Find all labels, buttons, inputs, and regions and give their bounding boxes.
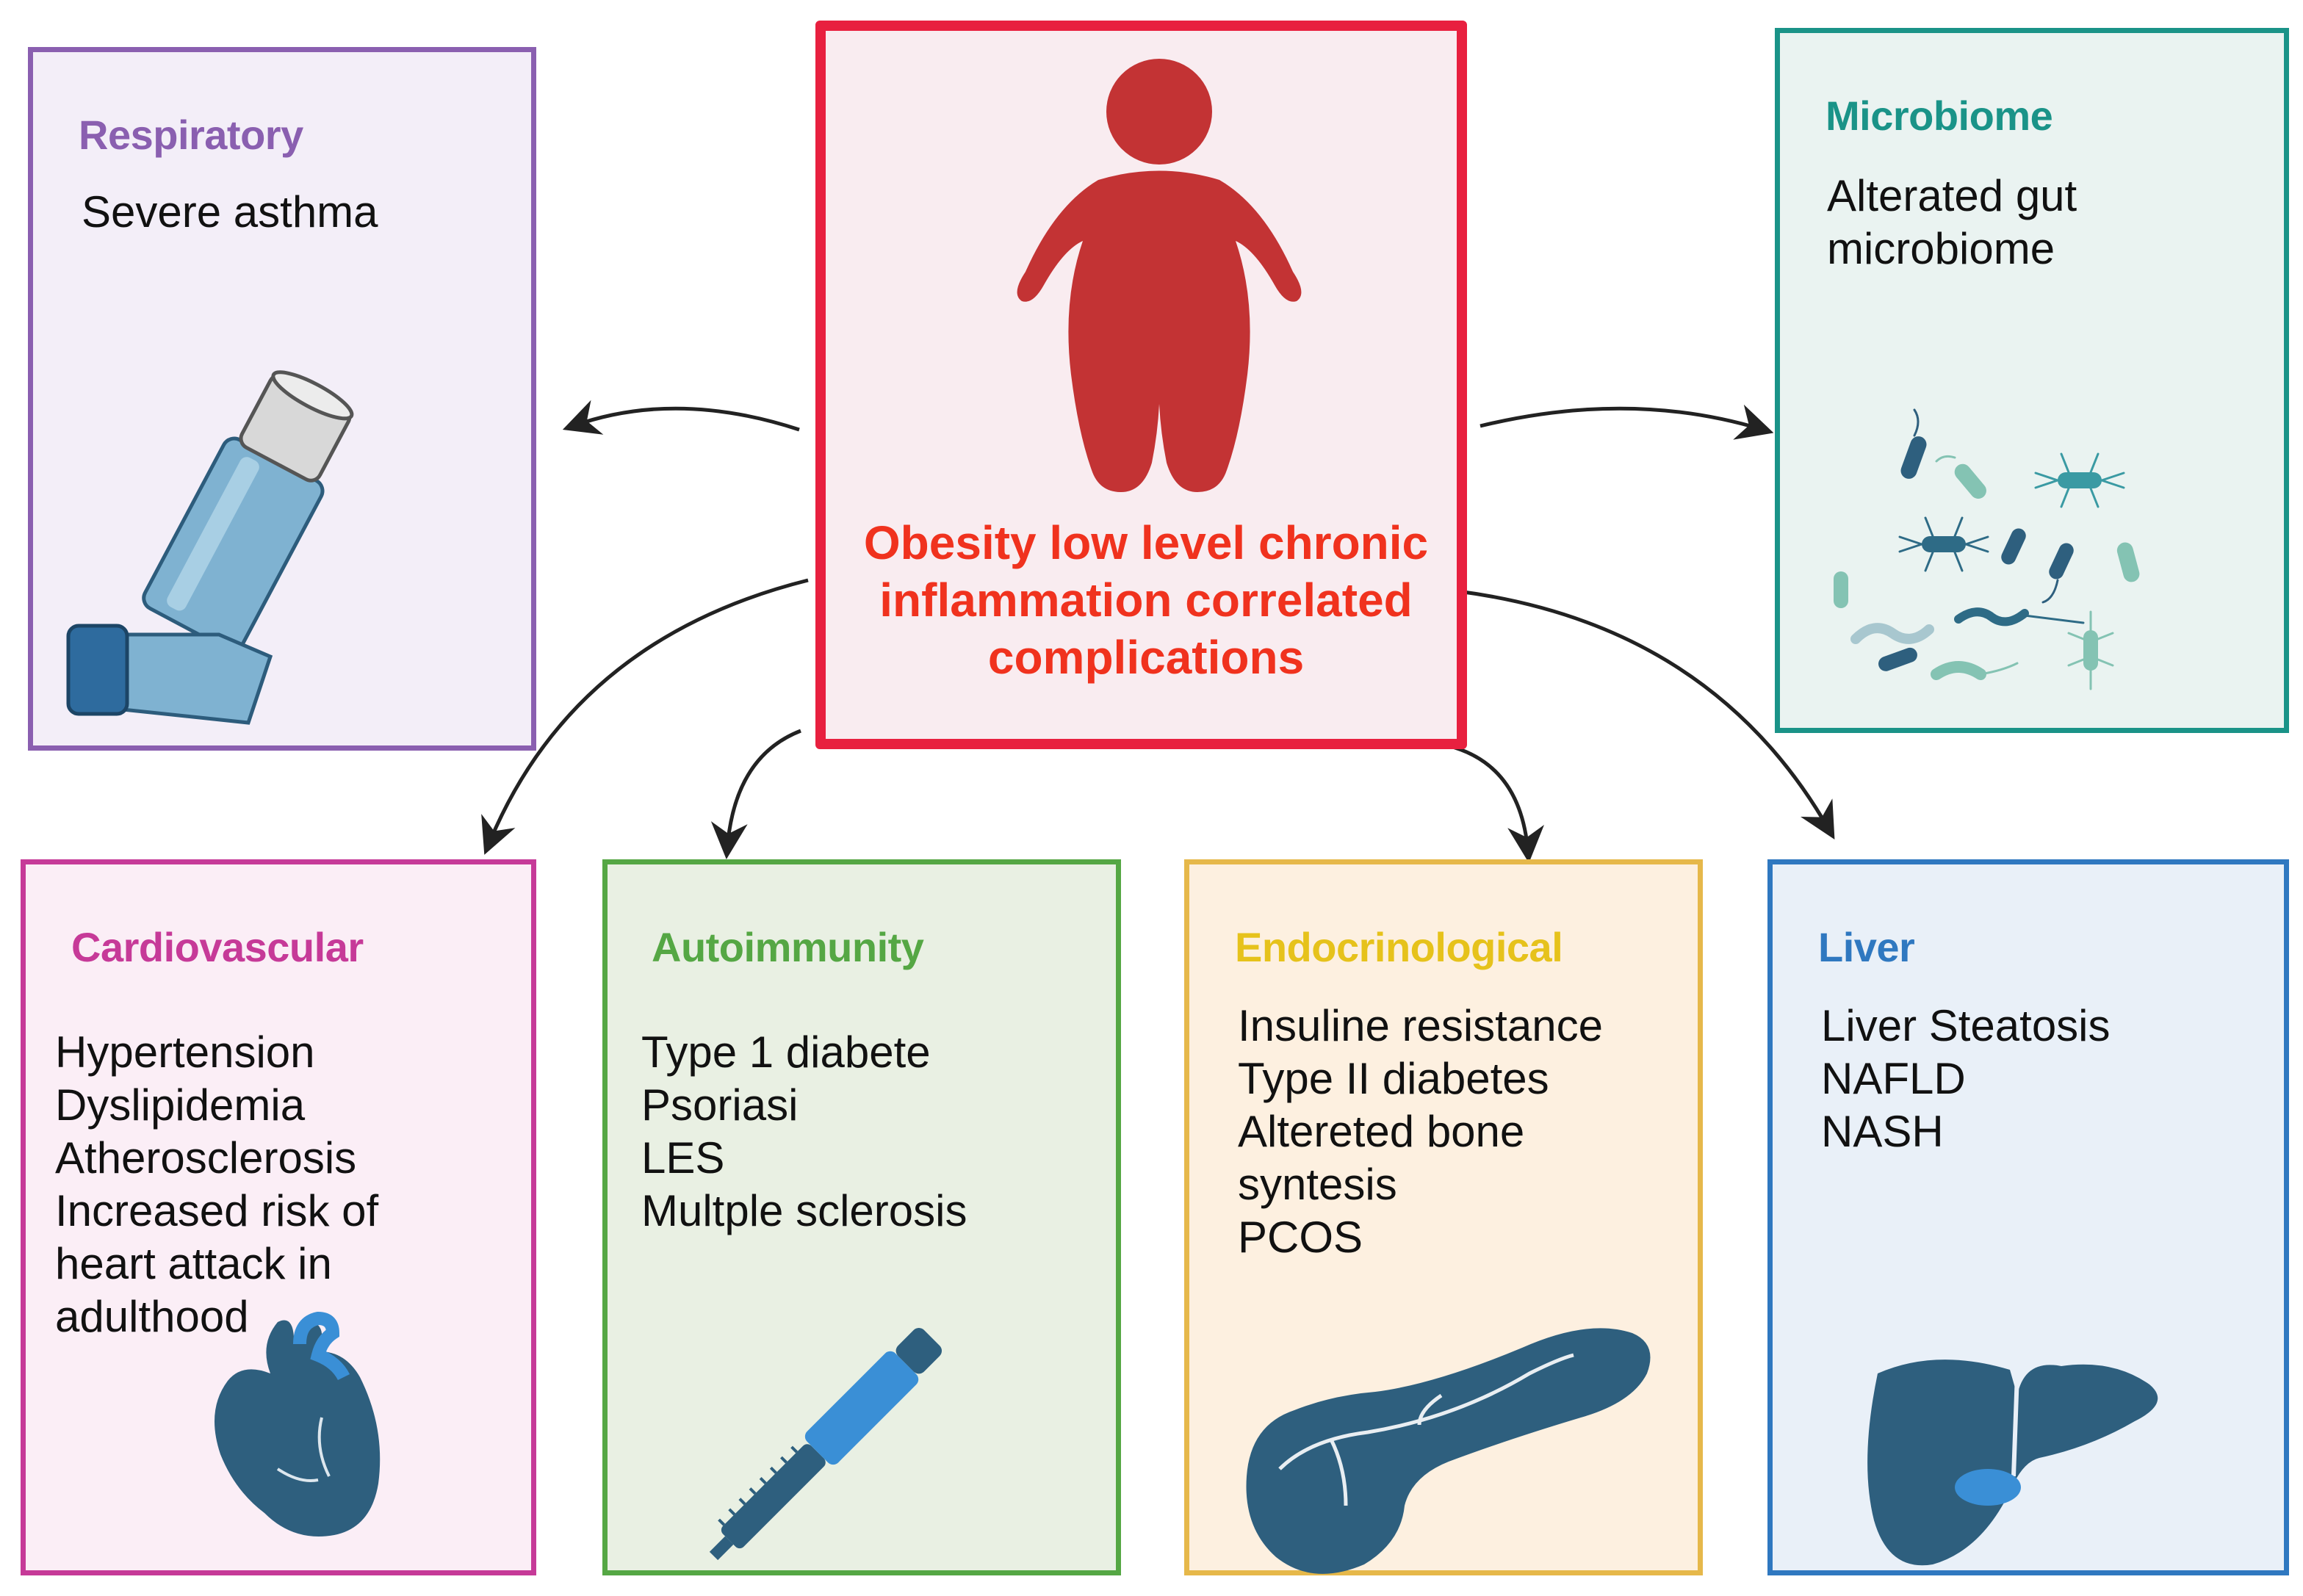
box-items: Insuline resistance Type II diabetes Alt… [1238,1000,1603,1264]
box-title: Cardiovascular [71,924,364,970]
heart-icon [215,1311,381,1537]
list-item: Type II diabetes [1238,1054,1549,1103]
box-title: Microbiome [1826,93,2053,139]
list-item: Dyslipidemia [55,1080,306,1130]
pancreas-icon [1246,1328,1651,1574]
insulin-pen-icon [709,1327,943,1561]
list-item: Altereted bone [1238,1107,1525,1156]
inhaler-icon [66,370,354,725]
list-item: adulthood [55,1292,249,1341]
box-items: Type 1 diabete Psoriasi LES Multple scle… [641,1026,967,1238]
liver-icon [1867,1360,2158,1566]
obese-person-icon [1017,59,1302,492]
autoimmunity-box: Autoimmunity Type 1 diabete Psoriasi LES… [602,859,1121,1575]
box-title: Autoimmunity [652,924,924,970]
list-item: Type 1 diabete [641,1028,931,1077]
caption-line: Obesity low level chronic [863,516,1429,569]
list-item: microbiome [1827,224,2055,273]
arrow-to-cardiovascular [481,578,809,855]
list-item: LES [641,1133,725,1182]
list-item: Increased risk of [55,1186,379,1235]
box-items: Liver Steatosis NAFLD NASH [1821,1000,2111,1158]
list-item: Multple sclerosis [641,1186,967,1235]
list-item: Psoriasi [641,1080,799,1130]
list-item: heart attack in [55,1239,332,1288]
box-items: Alterated gut microbiome [1827,170,2077,275]
arrow-to-endocrinological [1446,743,1544,863]
list-item: Hypertension [55,1028,315,1077]
box-title: Respiratory [79,112,303,158]
arrow-to-liver [1457,589,1835,840]
list-item: PCOS [1238,1213,1363,1262]
endocrinological-box: Endocrinological Insuline resistance Typ… [1184,859,1703,1575]
box-items: Severe asthma [82,186,378,239]
liver-box: Liver Liver Steatosis NAFLD NASH [1767,859,2289,1575]
box-items: Hypertension Dyslipidemia Atherosclerosi… [55,1026,378,1343]
list-item: Insuline resistance [1238,1001,1603,1050]
bacteria-icon [1834,408,2140,690]
microbiome-box: Microbiome Alterated gut microbiome [1775,28,2289,733]
list-item: syntesis [1238,1160,1397,1209]
arrow-to-microbiome [1480,404,1774,440]
arrow-to-autoimmunity [710,729,801,859]
list-item: Liver Steatosis [1821,1001,2111,1050]
caption-line: complications [987,631,1305,684]
arrow-to-respiratory [562,400,800,435]
cardiovascular-box: Cardiovascular Hypertension Dyslipidemia… [21,859,536,1575]
center-caption: Obesity low level chronic inflammation c… [815,514,1477,686]
box-title: Endocrinological [1235,924,1563,970]
list-item: Severe asthma [82,187,378,236]
list-item: Atherosclerosis [55,1133,357,1182]
box-title: Liver [1818,924,1915,970]
list-item: Alterated gut [1827,171,2077,220]
respiratory-box: Respiratory Severe asthma [28,47,536,751]
list-item: NAFLD [1821,1054,1966,1103]
caption-line: inflammation correlated [879,574,1413,627]
list-item: NASH [1821,1107,1944,1156]
